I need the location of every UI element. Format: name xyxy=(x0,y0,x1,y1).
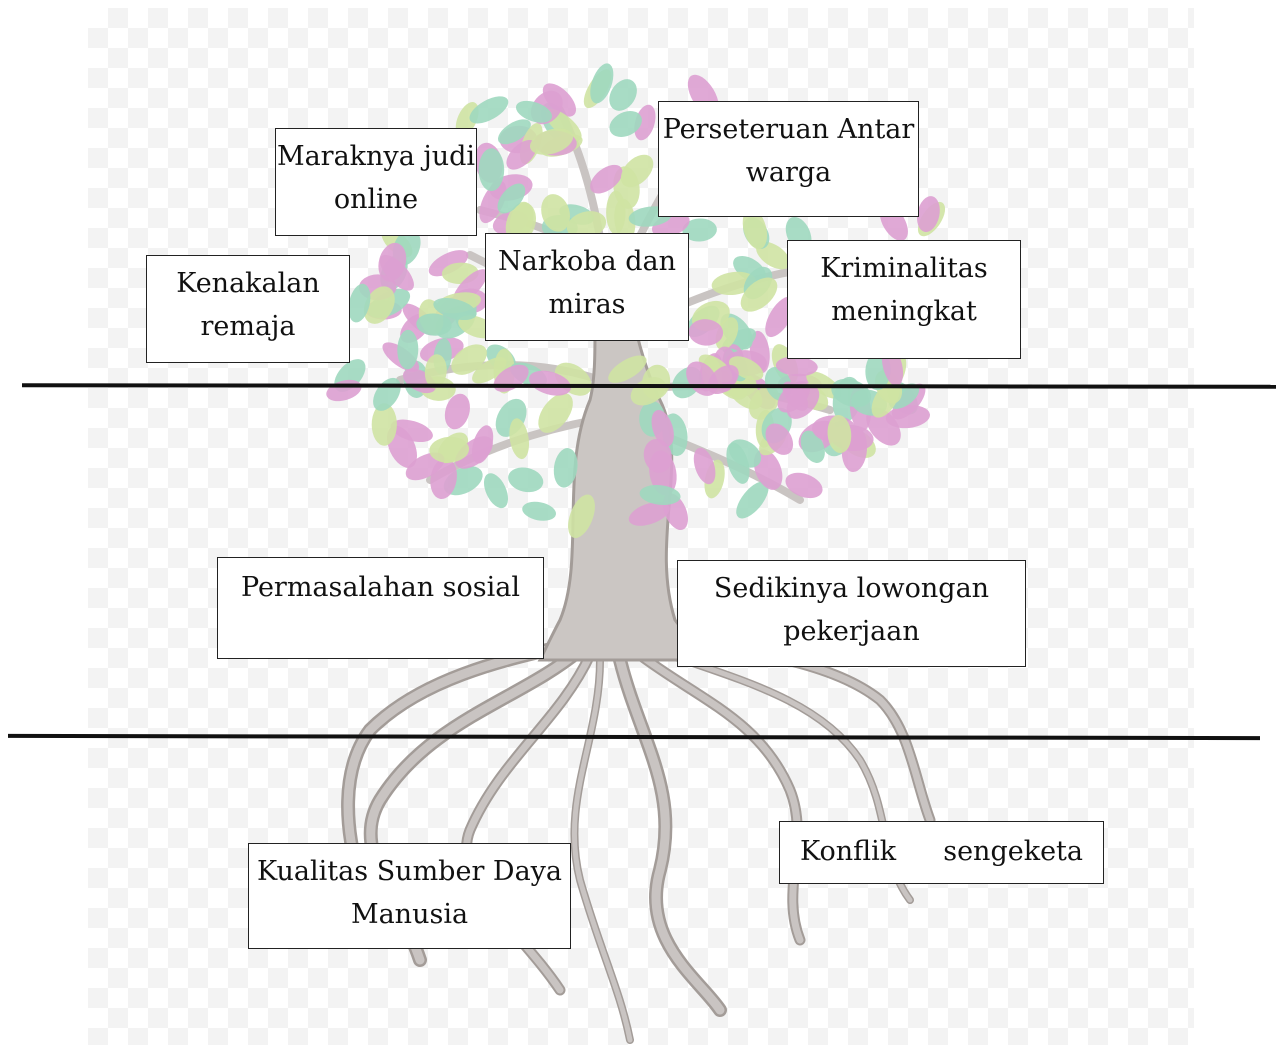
root-box-kualitas-sdm: Kualitas Sumber Daya Manusia xyxy=(248,843,571,949)
leaf xyxy=(508,467,544,493)
leaf xyxy=(497,183,526,214)
root-strand-fill xyxy=(343,640,575,885)
leaf xyxy=(506,140,537,170)
root-label-kualitas-sdm: Kualitas Sumber Daya Manusia xyxy=(256,856,563,930)
leaf-label-kriminalitas: Kriminalitas meningkat xyxy=(820,253,988,327)
leaf xyxy=(509,202,536,241)
leaf xyxy=(866,407,901,446)
leaf xyxy=(765,423,794,455)
leaf xyxy=(529,128,574,155)
leaf xyxy=(553,448,578,488)
leaf xyxy=(538,393,573,433)
leaf xyxy=(642,364,671,400)
leaf xyxy=(479,181,507,224)
leaf xyxy=(390,419,433,443)
leaf xyxy=(590,164,623,194)
leaf xyxy=(693,447,716,485)
leaf xyxy=(634,104,656,141)
leaf xyxy=(916,196,940,233)
leaf xyxy=(568,494,595,539)
root-strand xyxy=(570,656,634,1044)
leaf-label-perseteruan: Perseteruan Antar warga xyxy=(662,114,915,188)
leaf xyxy=(397,329,419,370)
leaf xyxy=(639,485,681,505)
leaf xyxy=(756,241,791,270)
leaf xyxy=(522,501,556,521)
leaf xyxy=(785,472,823,499)
leaf xyxy=(736,481,769,519)
trunk-box-lowongan-pekerjaan: Sedikinya lowongan pekerjaan xyxy=(677,560,1026,667)
root-label-konflik: Konflik xyxy=(800,836,897,867)
leaf xyxy=(509,418,530,460)
leaf xyxy=(478,148,505,192)
leaf xyxy=(609,79,637,111)
leaf xyxy=(469,96,509,124)
leaf xyxy=(348,283,371,323)
leaf xyxy=(455,436,493,469)
leaf xyxy=(609,111,642,137)
leaf xyxy=(424,354,447,389)
leaf xyxy=(777,381,810,413)
leaf xyxy=(888,383,920,409)
roots xyxy=(341,634,936,1044)
leaf xyxy=(416,313,452,336)
leaf xyxy=(740,277,778,312)
leaf xyxy=(483,473,509,509)
leaf xyxy=(428,250,469,277)
leaf xyxy=(800,430,825,463)
root-label-sengeketa: sengeketa xyxy=(943,836,1083,867)
leaf xyxy=(371,403,397,446)
root-box-konflik-sengeketa: Konflik sengeketa xyxy=(779,821,1104,884)
leaf xyxy=(643,438,672,473)
root-strand-fill xyxy=(636,651,804,944)
leaf xyxy=(379,254,414,291)
trunk-box-permasalahan-sosial: Permasalahan sosial xyxy=(217,557,544,659)
leaf xyxy=(628,502,670,526)
leaf xyxy=(608,355,647,383)
leaf-box-narkoba: Narkoba dan miras xyxy=(485,233,689,341)
leaf xyxy=(541,194,571,232)
leaf-box-kriminalitas: Kriminalitas meningkat xyxy=(787,240,1021,359)
trunk-label-lowongan-pekerjaan: Sedikinya lowongan pekerjaan xyxy=(713,573,990,647)
leaf xyxy=(688,319,724,346)
leaf xyxy=(429,436,470,463)
trunk-label-permasalahan-sosial: Permasalahan sosial xyxy=(240,572,521,603)
leaf xyxy=(775,356,818,377)
leaf-label-kenakalan-remaja: Kenakalan remaja xyxy=(176,268,320,342)
leaf xyxy=(528,370,572,396)
leaf xyxy=(728,439,762,468)
leaf xyxy=(566,211,607,239)
leaf-label-narkoba: Narkoba dan miras xyxy=(498,246,676,320)
leaf xyxy=(742,208,768,250)
leaf-box-kenakalan-remaja: Kenakalan remaja xyxy=(146,255,350,363)
leaf xyxy=(651,409,674,447)
root-strand-fill xyxy=(615,655,725,1015)
leaf xyxy=(515,100,553,123)
leaf-box-judi-online: Maraknya judi online xyxy=(275,128,477,236)
leaf-label-judi-online: Maraknya judi online xyxy=(276,141,476,215)
root-strand-fill xyxy=(571,657,633,1043)
leaf-box-perseteruan: Perseteruan Antar warga xyxy=(658,101,919,217)
leaf xyxy=(444,393,470,430)
leaf xyxy=(363,286,395,324)
leaf xyxy=(590,63,614,104)
leaf xyxy=(451,344,487,375)
leaf xyxy=(405,452,445,481)
leaf xyxy=(827,414,852,454)
leaf xyxy=(620,154,654,188)
leaf xyxy=(497,119,531,145)
leaf xyxy=(682,218,717,242)
leaf xyxy=(433,297,477,321)
